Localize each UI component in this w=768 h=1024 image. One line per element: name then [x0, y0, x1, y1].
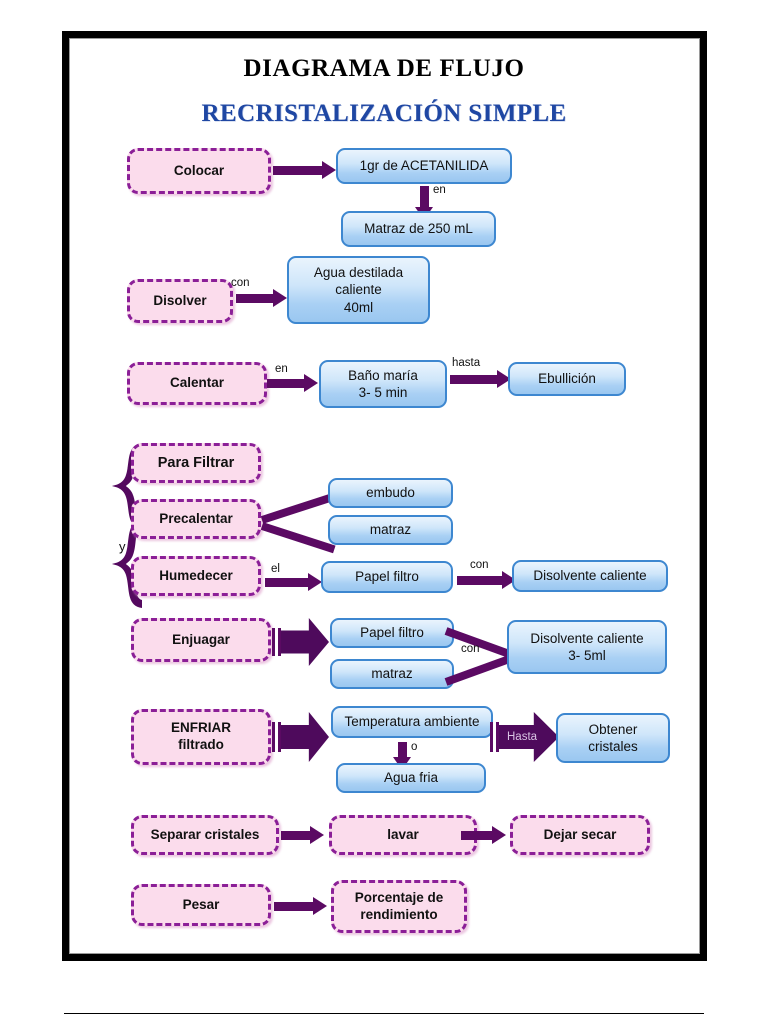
- arrow-calentar-to-bano: [267, 374, 318, 392]
- node-acetanilida[interactable]: 1gr de ACETANILIDA: [336, 143, 517, 184]
- node-matraz-250-label: Matraz de 250 mL: [364, 221, 473, 237]
- node-colocar[interactable]: Colocar: [127, 148, 271, 194]
- edge-label-bano-hasta: hasta: [452, 357, 481, 369]
- arrow-lavar-to-dejar-secar: [461, 826, 506, 844]
- node-agua-destilada-label: Agua destilada caliente 40ml: [313, 265, 404, 315]
- block-arrow-enjuagar: [281, 618, 329, 666]
- node-precalentar-label: Precalentar: [159, 510, 233, 526]
- node-disolvente-1[interactable]: Disolvente caliente: [512, 555, 673, 592]
- arrow-tail-lines-hasta: [490, 722, 499, 752]
- node-separar-cristales-label: Separar cristales: [150, 826, 260, 842]
- node-temperatura-ambiente[interactable]: Temperatura ambiente: [331, 701, 498, 738]
- node-pesar-label: Pesar: [182, 896, 220, 912]
- node-colocar-label: Colocar: [173, 162, 225, 178]
- node-matraz-1-label: matraz: [369, 522, 412, 538]
- node-para-filtrar[interactable]: Para Filtrar: [131, 443, 261, 483]
- node-embudo-label: embudo: [366, 485, 415, 501]
- node-porcentaje-rendimiento-label: Porcentaje de rendimiento: [354, 889, 444, 922]
- node-matraz-250[interactable]: Matraz de 250 mL: [341, 206, 501, 247]
- node-matraz-1[interactable]: matraz: [328, 510, 458, 545]
- arrow-pesar-to-porcentaje: [274, 897, 327, 915]
- block-arrow-hasta-label: Hasta: [507, 731, 538, 743]
- node-papel-filtro-2[interactable]: Papel filtro: [330, 613, 459, 648]
- merge-matraz-to-disolvente2: [444, 653, 516, 686]
- node-humedecer[interactable]: Humedecer: [131, 556, 261, 596]
- arrow-acetanilida-to-matraz: [415, 186, 433, 220]
- arrow-separar-to-lavar: [281, 826, 324, 844]
- node-papel-filtro-1[interactable]: Papel filtro: [321, 556, 458, 593]
- node-bano-maria[interactable]: Baño maría 3- 5 min: [319, 355, 452, 408]
- arrow-humedecer-to-papel: [265, 573, 322, 591]
- merge-papel-to-disolvente2: [444, 627, 516, 660]
- node-ebullicion-label: Ebullición: [538, 371, 596, 387]
- node-pesar[interactable]: Pesar: [131, 884, 271, 926]
- arrow-disolver-to-agua: [236, 289, 287, 307]
- node-embudo[interactable]: embudo: [328, 473, 458, 508]
- node-calentar-label: Calentar: [169, 375, 225, 391]
- node-dejar-secar-label: Dejar secar: [543, 826, 617, 842]
- arrow-tail-lines-enjuagar: [272, 628, 281, 656]
- node-dejar-secar[interactable]: Dejar secar: [510, 815, 650, 855]
- node-matraz-2[interactable]: matraz: [330, 654, 459, 689]
- node-enfriar-label: ENFRIAR filtrado: [171, 720, 231, 752]
- node-disolvente-1-label: Disolvente caliente: [533, 568, 647, 584]
- node-para-filtrar-label: Para Filtrar: [157, 454, 235, 471]
- node-calentar[interactable]: Calentar: [127, 362, 267, 405]
- node-separar-cristales[interactable]: Separar cristales: [131, 815, 279, 855]
- edge-label-temp-o: o: [411, 741, 418, 753]
- arrow-papel-to-disolvente: [457, 571, 516, 589]
- arrow-temp-to-agua-fria: [393, 742, 411, 770]
- block-arrow-hasta: Hasta: [499, 712, 559, 762]
- node-papel-filtro-2-label: Papel filtro: [360, 625, 424, 641]
- edge-label-disolver-con: con: [231, 277, 250, 289]
- node-ebullicion[interactable]: Ebullición: [508, 357, 631, 396]
- arrow-bano-to-ebullicion: [450, 370, 511, 388]
- node-disolver-label: Disolver: [153, 292, 207, 308]
- node-disolvente-2[interactable]: Disolvente caliente 3- 5ml: [507, 615, 672, 674]
- node-lavar-label: lavar: [387, 826, 419, 842]
- node-enjuagar[interactable]: Enjuagar: [131, 618, 271, 662]
- arrow-colocar-to-acetanilida: [273, 161, 336, 179]
- fork-precalentar-to-matraz: [260, 522, 336, 554]
- node-agua-destilada[interactable]: Agua destilada caliente 40ml: [287, 251, 435, 324]
- arrow-tail-lines-enfriar: [272, 722, 281, 752]
- node-matraz-2-label: matraz: [371, 666, 413, 682]
- fork-precalentar-to-embudo: [260, 492, 336, 524]
- edge-label-enjuagar-con: con: [461, 643, 480, 655]
- node-enfriar[interactable]: ENFRIAR filtrado: [131, 709, 271, 765]
- page-title: DIAGRAMA DE FLUJO: [243, 55, 525, 82]
- edge-label-calentar-en: en: [275, 363, 288, 375]
- edge-label-papel-con: con: [470, 559, 489, 571]
- node-bano-maria-label: Baño maría 3- 5 min: [348, 367, 418, 400]
- footer-rule: [64, 1013, 704, 1014]
- node-acetanilida-label: 1gr de ACETANILIDA: [359, 158, 489, 174]
- node-agua-fria[interactable]: Agua fria: [336, 758, 491, 793]
- edge-label-humedecer-el: el: [271, 563, 280, 575]
- node-disolver[interactable]: Disolver: [127, 279, 233, 323]
- node-agua-fria-label: Agua fria: [383, 770, 439, 786]
- node-lavar[interactable]: lavar: [329, 815, 477, 855]
- node-enjuagar-label: Enjuagar: [172, 631, 230, 647]
- edge-label-brace-y: y: [119, 539, 126, 554]
- node-papel-filtro-1-label: Papel filtro: [355, 569, 419, 585]
- edge-label-en-acetanilida-matraz: en: [433, 184, 446, 196]
- node-porcentaje-rendimiento[interactable]: Porcentaje de rendimiento: [331, 880, 467, 933]
- block-arrow-enfriar: [281, 712, 329, 762]
- node-humedecer-label: Humedecer: [159, 567, 233, 583]
- node-obtener-cristales[interactable]: Obtener cristales: [556, 708, 675, 763]
- node-precalentar[interactable]: Precalentar: [131, 499, 261, 539]
- node-obtener-cristales-label: Obtener cristales: [588, 721, 638, 754]
- node-temperatura-ambiente-label: Temperatura ambiente: [344, 714, 480, 730]
- page-subtitle: RECRISTALIZACIÓN SIMPLE: [201, 100, 567, 127]
- node-disolvente-2-label: Disolvente caliente 3- 5ml: [530, 630, 644, 663]
